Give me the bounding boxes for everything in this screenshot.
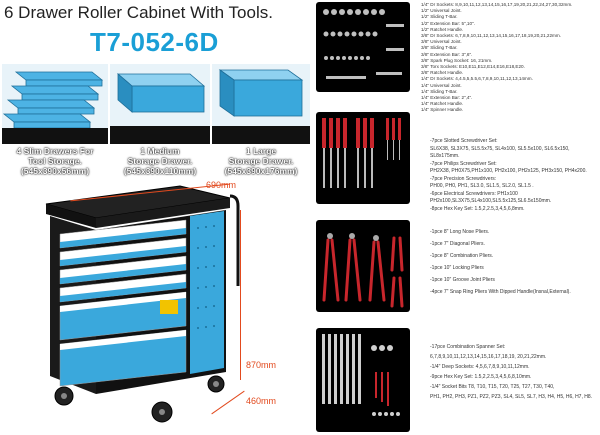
- model-number: T7-052-6D: [90, 27, 219, 57]
- width-dimension: 690mm: [206, 180, 237, 190]
- large-drawer-image: [212, 64, 310, 144]
- pliers-tray-image: [316, 220, 410, 312]
- height-dimension: 870mm: [246, 360, 277, 370]
- medium-drawer-caption: 1 Medium Storage Drawer. (545x390x110mm): [123, 146, 197, 176]
- medium-drawer-image: [110, 64, 210, 144]
- socket-tray-specs: 1/4" Dr Sockets: 8,9,10,11,12,13,14,15,1…: [421, 2, 573, 113]
- large-drawer-caption: 1 Large Storage Drawer. (545x390x176mm): [224, 146, 298, 176]
- page-title: 6 Drawer Roller Cabinet With Tools.: [4, 3, 273, 22]
- screwdriver-tray-specs: -7pce Slotted Screwdriver Set: SL6X38, S…: [430, 138, 587, 212]
- cabinet-image: [30, 176, 240, 432]
- depth-dimension: 460mm: [246, 396, 277, 406]
- pliers-tray-specs: -1pce 8" Long Nose Pliers. -1pce 7" Diag…: [430, 229, 571, 295]
- spanner-tray-specs: -17pce Combination Spanner Set: 6,7,8,9,…: [430, 344, 593, 400]
- spanner-tray-image: [316, 328, 410, 432]
- slim-drawers-image: [2, 64, 108, 144]
- slim-drawers-caption: 4 Slim Drawers For Tool Storage. (545x39…: [16, 146, 94, 176]
- screwdriver-tray-image: [316, 112, 410, 204]
- socket-tray-image: [316, 2, 410, 92]
- height-dimension-line: [240, 210, 241, 380]
